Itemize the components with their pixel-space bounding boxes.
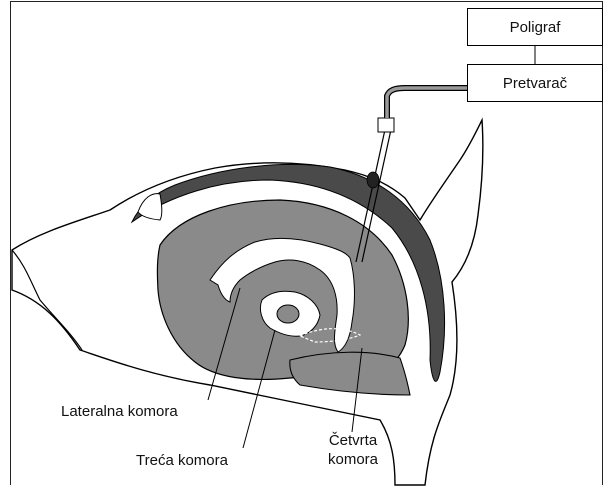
- skull-entry-mark: [367, 172, 379, 188]
- cannula-hub: [378, 118, 394, 132]
- cetvrta-komora-label: Četvrta komora: [318, 431, 388, 469]
- poligraf-box: Poligraf: [467, 8, 603, 46]
- pretvarac-box: Pretvarač: [467, 64, 603, 102]
- tube: [387, 88, 467, 118]
- pretvarac-label: Pretvarač: [503, 75, 567, 92]
- tube-inner: [387, 88, 467, 118]
- massa-intermedia: [277, 305, 299, 323]
- lateralna-komora-label: Lateralna komora: [61, 402, 178, 421]
- poligraf-label: Poligraf: [510, 19, 561, 36]
- cetvrta-komora-line1: Četvrta: [318, 431, 388, 450]
- treca-komora-label: Treća komora: [136, 451, 228, 470]
- cetvrta-komora-line2: komora: [318, 450, 388, 469]
